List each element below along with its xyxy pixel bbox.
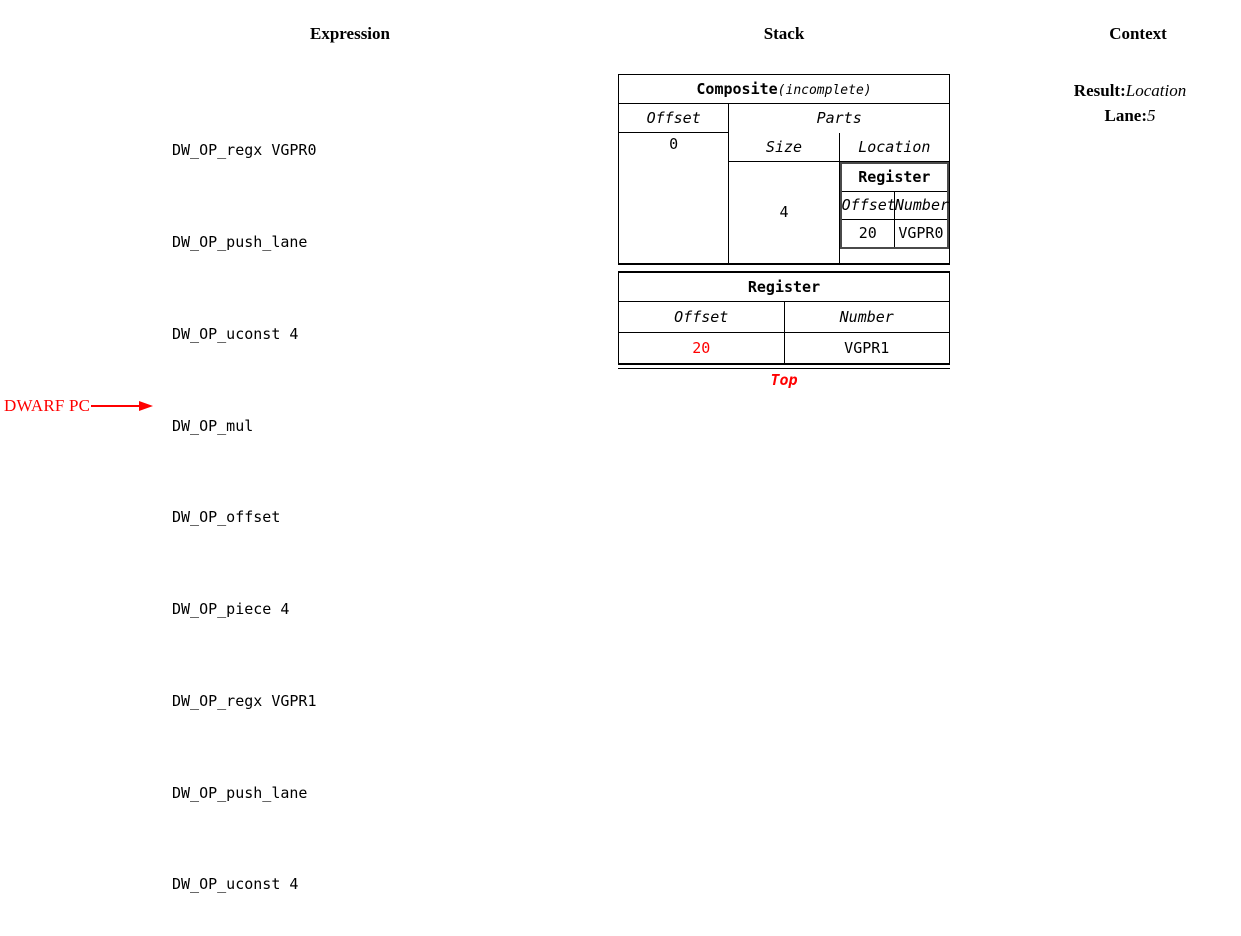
page-title-stack: Stack	[763, 24, 805, 43]
context-row-result: Result:Location	[1030, 78, 1230, 103]
expression-op: DW_OP_mul	[172, 416, 254, 435]
dwarf-pc-label: DWARF PC	[4, 396, 91, 415]
inner-register-col-offset: Offset	[840, 191, 896, 220]
context-list: Result:Location Lane:5	[1030, 78, 1230, 128]
inner-register-col-number: Number	[894, 191, 949, 220]
composite-title-suffix: (incomplete)	[777, 83, 872, 98]
page-title-context: Context	[1109, 24, 1167, 43]
expression-op: DW_OP_push_lane	[172, 783, 308, 802]
stack-diagram: Composite(incomplete) Offset Parts 0 Siz…	[618, 74, 950, 389]
context-row-lane: Lane:5	[1030, 103, 1230, 128]
expression-op: DW_OP_push_lane	[172, 232, 308, 251]
composite-offset-value: 0	[618, 132, 730, 263]
expression-op-list: DW_OP_regx VGPR0 DW_OP_push_lane DW_OP_u…	[172, 74, 317, 936]
parts-col-location: Location	[839, 132, 950, 162]
composite-title: Composite(incomplete)	[618, 74, 950, 104]
stack-top-label: Top	[770, 370, 798, 389]
part-location-cell: Register Offset Number 20 VGPR0	[839, 161, 949, 249]
register-number-value: VGPR1	[784, 331, 950, 363]
part-size-value: 4	[728, 161, 840, 263]
context-value-lane: 5	[1147, 106, 1156, 125]
composite-col-offset: Offset	[618, 103, 730, 133]
stack-entry-register: Register Offset Number 20 VGPR1	[618, 271, 950, 364]
register-offset-value: 20	[618, 331, 785, 363]
composite-col-parts: Parts	[816, 109, 862, 128]
register-col-number: Number	[839, 307, 894, 326]
register-title: Register	[618, 272, 950, 302]
register-col-offset: Offset	[618, 301, 785, 332]
expression-op: DW_OP_regx VGPR0	[172, 141, 317, 160]
stack-entry-separator	[618, 263, 950, 272]
inner-register-offset-value: 20	[840, 219, 895, 248]
expression-op: DW_OP_uconst 4	[172, 875, 299, 894]
parts-col-size: Size	[728, 132, 840, 162]
context-key-lane: Lane:	[1104, 106, 1148, 125]
context-value-result: Location	[1125, 81, 1187, 100]
stack-entry-composite: Composite(incomplete) Offset Parts 0 Siz…	[618, 74, 950, 264]
expression-op: DW_OP_regx VGPR1	[172, 691, 317, 710]
stack-top-rule	[618, 363, 950, 369]
arrow-right-icon	[91, 400, 154, 412]
composite-filler	[839, 249, 949, 264]
expression-op: DW_OP_offset	[172, 508, 281, 527]
inner-register-title: Register	[840, 162, 948, 192]
dwarf-pc-marker: DWARF PC	[4, 396, 154, 416]
context-key-result: Result:	[1073, 81, 1126, 100]
expression-op: DW_OP_piece 4	[172, 600, 290, 619]
composite-title-text: Composite	[696, 80, 778, 98]
page-title-expression: Expression	[310, 24, 390, 43]
expression-op: DW_OP_uconst 4	[172, 324, 299, 343]
inner-register-table: Register Offset Number 20 VGPR0	[839, 161, 949, 249]
inner-register-number-value: VGPR0	[898, 224, 944, 242]
